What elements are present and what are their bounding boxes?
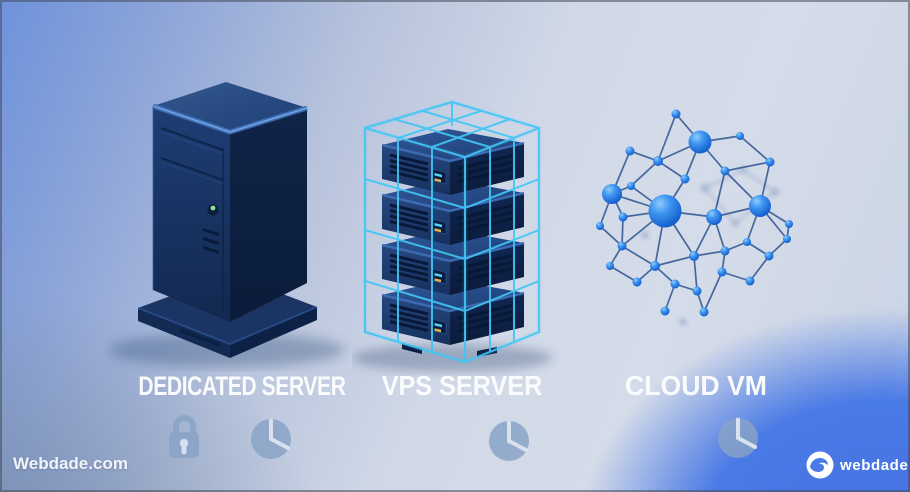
watermark-text: Webdade.com: [13, 454, 128, 473]
label-cloud-vm: CLOUD VM: [625, 370, 767, 401]
tower-body: [152, 82, 308, 322]
webdade-swirl-icon: [806, 451, 834, 479]
power-led: [210, 205, 216, 211]
label-vps-server: VPS SERVER: [381, 370, 543, 401]
pie-chart-icon: [718, 417, 758, 458]
faded-background-nodes: [641, 166, 780, 326]
vps-server-stack-illustration: [352, 99, 552, 372]
virtualization-wireframe-grid: [362, 99, 542, 365]
network-edges: [599, 113, 790, 313]
network-nodes: [596, 109, 793, 317]
cloud-network-nodes-illustration: [596, 109, 793, 326]
pie-chart-icon: [489, 420, 529, 461]
server-stack: [381, 129, 525, 357]
dedicated-tower-server-illustration: [109, 82, 345, 367]
brand-name: webdade: [840, 456, 909, 474]
brand-logo: webdade: [804, 449, 908, 481]
pie-chart-icon: [251, 418, 291, 459]
lock-icon: [169, 415, 199, 458]
label-dedicated-server: DEDICATED SERVER: [138, 371, 346, 401]
